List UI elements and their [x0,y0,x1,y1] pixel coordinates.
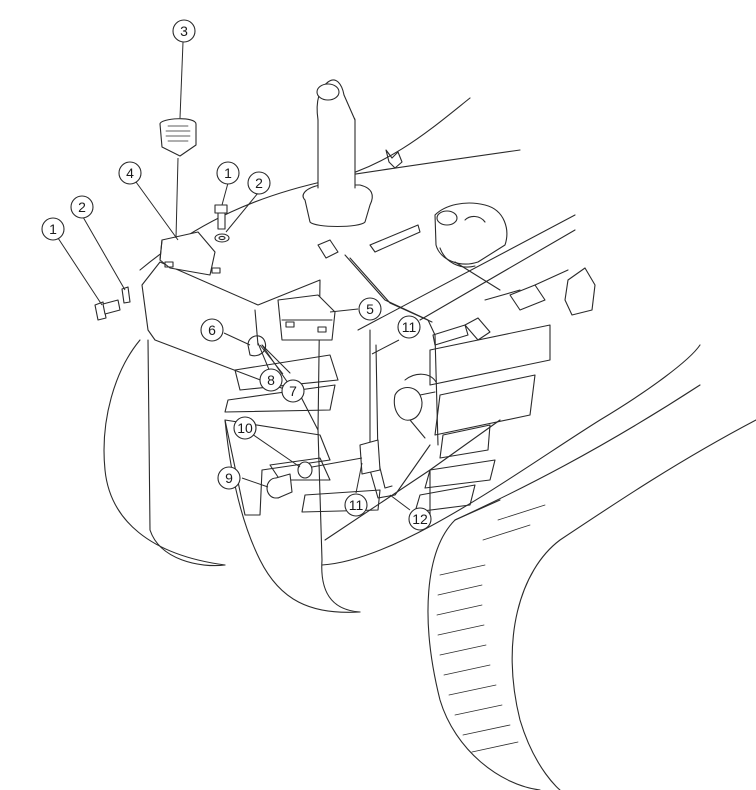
leader-lines [57,41,411,511]
callout-7: 7 [281,379,305,403]
callout-9: 9 [217,466,241,490]
part-3-cap [159,118,197,157]
callout-11-lower: 11 [344,493,368,517]
callout-1-left: 1 [41,217,65,241]
callout-12-label: 12 [412,511,428,527]
callout-6-label: 6 [208,322,216,338]
callout-3: 3 [172,19,196,43]
callout-12: 12 [408,507,432,531]
ring-part-10 [297,461,313,479]
callout-1-top: 1 [216,161,240,185]
bolt-part-1-left [94,299,121,321]
callout-5: 5 [358,297,382,321]
hatched-panels [224,324,551,516]
callout-4: 4 [118,161,142,185]
callout-3-label: 3 [180,23,188,39]
callout-9-label: 9 [225,470,233,486]
pipe-and-bracket [344,254,439,499]
part-5-cover [277,294,336,341]
callout-1-top-label: 1 [224,165,232,181]
callout-11-upper: 11 [397,315,421,339]
washer-part-2-top [214,233,230,243]
washer-part-2-left [121,286,131,304]
part-4-cover [159,231,221,276]
callout-2-left: 2 [70,195,94,219]
callout-1-left-label: 1 [49,221,57,237]
track-treads [436,504,546,753]
callout-11-lower-label: 11 [349,497,364,513]
callout-2-top: 2 [247,171,271,195]
callout-4-label: 4 [126,165,134,181]
callout-6: 6 [200,318,224,342]
callout-10: 10 [233,416,257,440]
callout-8: 8 [259,368,283,392]
exhaust-pipe [302,79,373,228]
callout-8-label: 8 [267,372,275,388]
engine-components [317,149,596,346]
plug-part-9 [266,473,293,499]
callout-10-label: 10 [237,420,253,436]
callout-2-top-label: 2 [255,175,263,191]
crawler-track [427,384,756,790]
machine-body [103,97,701,613]
bolt-part-1-top [214,204,228,230]
callout-11-upper-label: 11 [402,319,417,335]
callout-2-left-label: 2 [78,199,86,215]
callout-5-label: 5 [366,301,374,317]
callout-7-label: 7 [289,383,297,399]
